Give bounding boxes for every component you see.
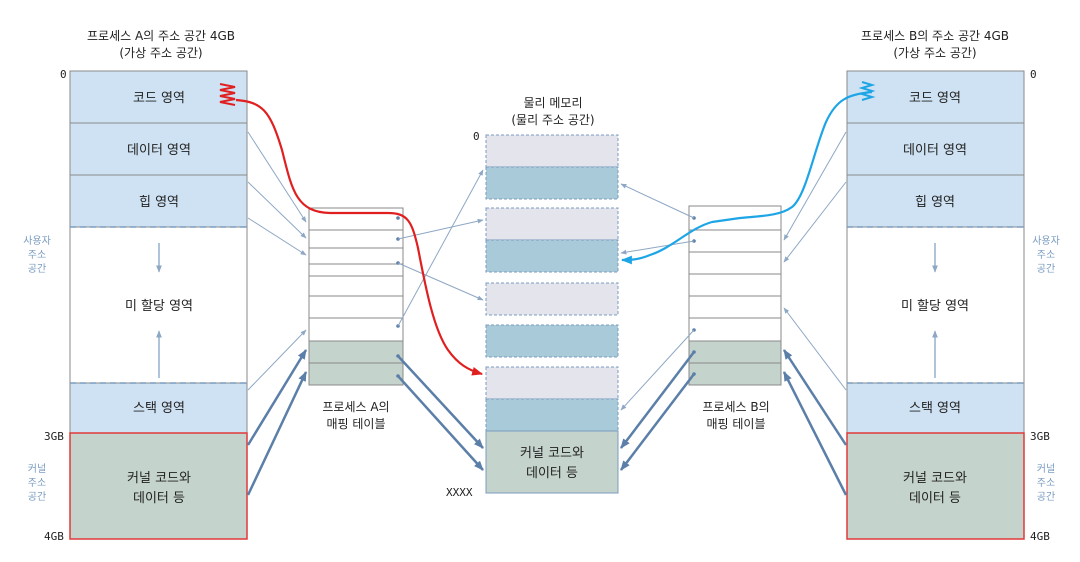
svg-text:커널: 커널 bbox=[28, 463, 46, 475]
process-b-table-label-1: 프로세스 B의 bbox=[702, 400, 769, 414]
process-b-heap-label: 힙 영역 bbox=[915, 195, 955, 210]
process-a-translation-path bbox=[235, 98, 484, 376]
process-a-code-label: 코드 영역 bbox=[133, 91, 185, 106]
svg-text:주소: 주소 bbox=[1037, 477, 1055, 489]
process-b-to-table-arrows bbox=[782, 131, 848, 496]
physical-title-line1: 물리 메모리 bbox=[523, 96, 582, 110]
svg-text:사용자: 사용자 bbox=[1032, 235, 1060, 247]
svg-text:주소: 주소 bbox=[28, 249, 46, 261]
process-a-user-space-label: 사용자 주소 공간 bbox=[23, 235, 51, 275]
process-a-stack-segment bbox=[69, 382, 248, 434]
process-a-address-space: 코드 영역 데이터 영역 힙 영역 미 할당 영역 스택 영역 커널 코드와 데… bbox=[69, 70, 248, 540]
process-a-unalloc-label: 미 할당 영역 bbox=[125, 299, 193, 314]
process-b-data-segment bbox=[846, 122, 1025, 176]
physical-kernel-label-2: 데이터 등 bbox=[526, 466, 578, 481]
svg-text:주소: 주소 bbox=[1037, 249, 1055, 261]
process-a-addr-4gb: 4GB bbox=[44, 530, 64, 543]
process-b-unalloc-label: 미 할당 영역 bbox=[901, 299, 969, 314]
process-a-table-label-1: 프로세스 A의 bbox=[322, 400, 389, 414]
process-b-addr-4gb: 4GB bbox=[1030, 530, 1050, 543]
process-a-data-segment bbox=[69, 122, 248, 176]
physical-kernel-region bbox=[485, 430, 619, 494]
process-a-table-to-physical-arrows bbox=[397, 169, 484, 471]
process-a-title-line2: (가상 주소 공간) bbox=[119, 46, 202, 60]
process-b-table-label-2: 매핑 테이블 bbox=[706, 417, 765, 431]
physical-addr-0: 0 bbox=[473, 130, 480, 143]
process-a-title: 프로세스 A의 주소 공간 4GB (가상 주소 공간) bbox=[87, 29, 235, 60]
process-b-kernel-space-label: 커널 주소 공간 bbox=[1037, 463, 1055, 503]
process-b-address-space: 코드 영역 데이터 영역 힙 영역 미 할당 영역 스택 영역 커널 코드와 데… bbox=[846, 70, 1025, 540]
process-a-kernel-label-1: 커널 코드와 bbox=[127, 471, 191, 486]
process-b-addr-0: 0 bbox=[1030, 68, 1037, 81]
process-b-table-to-physical-arrows bbox=[620, 183, 695, 471]
process-b-kernel-label-1: 커널 코드와 bbox=[903, 471, 967, 486]
process-a-table-label-2: 매핑 테이블 bbox=[326, 417, 385, 431]
svg-text:공간: 공간 bbox=[28, 263, 46, 275]
process-b-title-line1: 프로세스 B의 주소 공간 4GB bbox=[861, 29, 1009, 43]
svg-text:커널: 커널 bbox=[1037, 463, 1055, 475]
process-a-kernel-space-label: 커널 주소 공간 bbox=[28, 463, 46, 503]
process-b-data-label: 데이터 영역 bbox=[903, 143, 967, 158]
process-b-code-label: 코드 영역 bbox=[909, 91, 961, 106]
physical-memory bbox=[485, 134, 619, 494]
process-a-data-label: 데이터 영역 bbox=[127, 143, 191, 158]
process-b-kernel-label-2: 데이터 등 bbox=[909, 491, 961, 506]
process-b-kernel-segment bbox=[846, 432, 1025, 540]
process-b-mapping-table bbox=[688, 205, 782, 386]
process-a-mapping-table bbox=[308, 207, 404, 386]
process-b-addr-3gb: 3GB bbox=[1030, 430, 1050, 443]
process-a-code-segment bbox=[69, 70, 248, 124]
svg-text:공간: 공간 bbox=[1037, 491, 1055, 503]
process-b-title-line2: (가상 주소 공간) bbox=[893, 46, 976, 60]
process-a-kernel-label-2: 데이터 등 bbox=[133, 491, 185, 506]
process-b-translation-path bbox=[620, 90, 873, 265]
svg-text:공간: 공간 bbox=[28, 491, 46, 503]
process-a-title-line1: 프로세스 A의 주소 공간 4GB bbox=[87, 29, 235, 43]
physical-addr-end: XXXX bbox=[446, 486, 473, 499]
process-a-to-table-arrows bbox=[246, 131, 308, 496]
process-a-heap-label: 힙 영역 bbox=[139, 195, 179, 210]
process-a-code-squiggle bbox=[219, 83, 236, 106]
process-b-heap-segment bbox=[846, 174, 1025, 228]
process-a-stack-label: 스택 영역 bbox=[133, 401, 185, 416]
svg-text:공간: 공간 bbox=[1037, 263, 1055, 275]
physical-kernel-label-1: 커널 코드와 bbox=[520, 446, 584, 461]
process-a-kernel-segment bbox=[69, 432, 248, 540]
physical-title-line2: (물리 주소 공간) bbox=[511, 113, 594, 127]
process-b-stack-label: 스택 영역 bbox=[909, 401, 961, 416]
process-a-heap-segment bbox=[69, 174, 248, 228]
process-b-title: 프로세스 B의 주소 공간 4GB (가상 주소 공간) bbox=[861, 29, 1009, 60]
svg-text:주소: 주소 bbox=[28, 477, 46, 489]
process-b-code-squiggle bbox=[858, 81, 876, 101]
process-b-user-space-label: 사용자 주소 공간 bbox=[1032, 235, 1060, 275]
svg-text:사용자: 사용자 bbox=[23, 235, 51, 247]
process-a-addr-3gb: 3GB bbox=[44, 430, 64, 443]
process-a-addr-0: 0 bbox=[60, 68, 67, 81]
process-b-stack-segment bbox=[846, 382, 1025, 434]
